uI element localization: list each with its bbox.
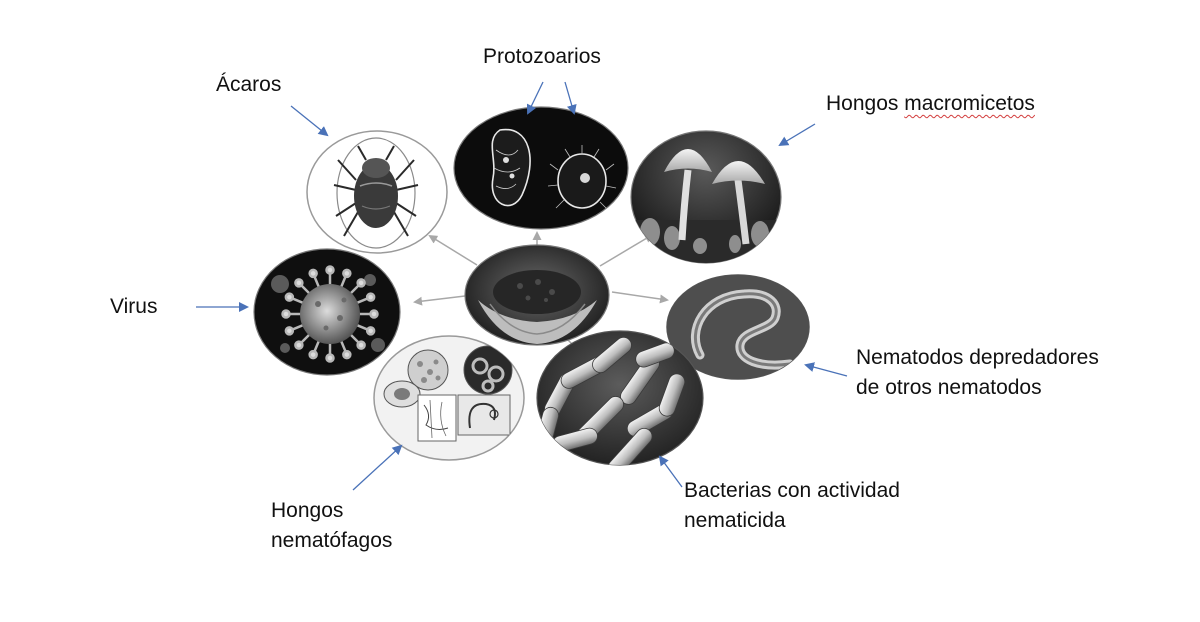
soil-in-hands-icon	[478, 270, 597, 344]
acaros-image	[306, 130, 448, 254]
virus-icon	[271, 265, 385, 363]
bacterias-image	[536, 330, 704, 466]
virus-image	[253, 248, 401, 376]
connector-to-acaros	[428, 234, 478, 266]
arrow-hongos-macromicetos	[778, 123, 816, 147]
label-virus: Virus	[110, 295, 158, 318]
protozoarios-image	[453, 106, 629, 230]
label-bacterias: Bacterias con actividad nematicida	[684, 479, 900, 532]
label-hongos-macromicetos: Hongos macromicetos	[826, 92, 1035, 115]
label-protozoarios: Protozoarios	[483, 45, 601, 68]
nematodos-image	[666, 274, 810, 380]
arrow-acaros	[290, 105, 329, 137]
hongos-nematofagos-image	[373, 335, 525, 461]
arrow-nematodos	[804, 362, 848, 377]
label-arrows	[196, 81, 848, 491]
arrow-hongos-nematofagos	[352, 444, 403, 491]
label-hongos-nematofagos: Hongos nematófagos	[271, 499, 393, 552]
hongos-macromicetos-image	[630, 130, 782, 264]
connector-to-nematodos	[611, 291, 669, 304]
nematode-icon	[667, 275, 809, 379]
nematophagous-fungi-icon	[383, 345, 513, 442]
mite-icon	[333, 145, 419, 237]
protozoa-icon	[491, 128, 617, 211]
connector-to-virus	[413, 295, 466, 306]
arrow-protozoarios-right	[564, 81, 577, 115]
connector-to-hongos-macromicetos	[599, 233, 654, 267]
arrow-protozoarios-left	[526, 81, 544, 115]
arrow-bacterias	[658, 455, 683, 488]
label-acaros: Ácaros	[216, 73, 282, 96]
label-nematodos-depredadores: Nematodos depredadores de otros nematodo…	[856, 346, 1099, 399]
bacteria-icon	[537, 336, 686, 465]
center-soil-image	[464, 244, 610, 346]
spellcheck-underline: macromicetos	[904, 92, 1035, 115]
